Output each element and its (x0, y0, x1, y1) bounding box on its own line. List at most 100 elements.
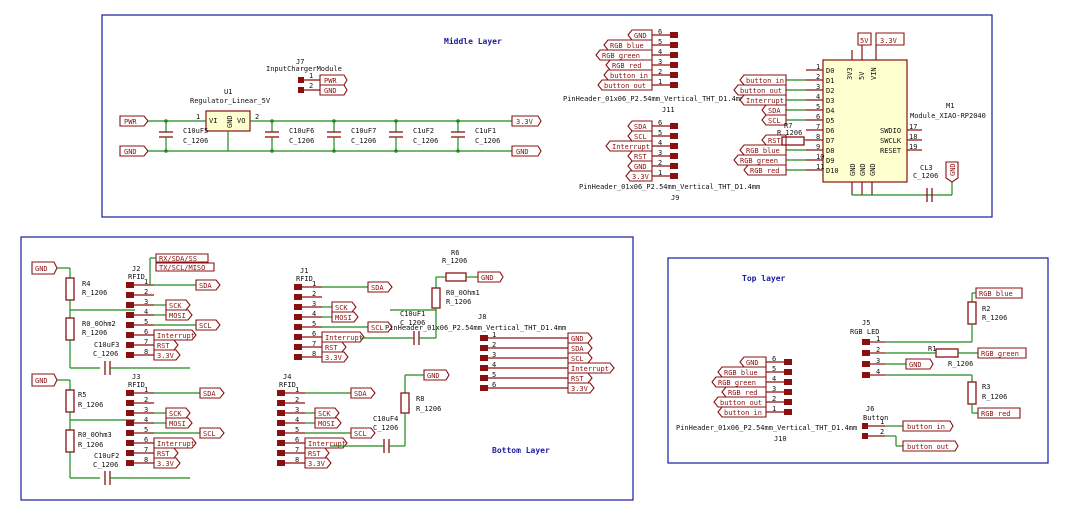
svg-text:3V3: 3V3 (846, 67, 854, 80)
j8-value: PinHeader_01x06_P2.54mm_Vertical_THT_D1.… (385, 324, 566, 332)
xiao-pin-number: 1 (816, 63, 820, 71)
j3-mosi-label: MOSI (169, 420, 186, 428)
r8-value: R_1206 (416, 405, 441, 413)
xiao-rgb-green-label: RGB_green (740, 157, 778, 165)
j8-sda-label: SDA (571, 345, 584, 353)
j7-value: InputChargerModule (266, 65, 342, 73)
j10-pin (784, 359, 792, 365)
j2-v33-label-box (153, 349, 181, 361)
c1uf2-value: C_1206 (413, 137, 438, 145)
c10uf1-value: C_1206 (400, 319, 425, 327)
j9-pin (670, 173, 678, 179)
r4-ref: R4 (82, 280, 90, 288)
gnd-flag-right: GND (516, 148, 529, 156)
rfid-pin-number: 8 (144, 348, 148, 356)
j3-sck-label: SCK (169, 410, 182, 418)
j11-value: PinHeader_01x06_P2.54mm_Vertical_THT_D1.… (563, 95, 744, 103)
r0ohm2-value: R_1206 (82, 329, 107, 337)
j4-sda-label: SDA (354, 390, 367, 398)
xiao-rgb-blue-label-box (739, 144, 787, 156)
svg-text:GND: GND (859, 163, 867, 176)
j3-v33-label-box (153, 457, 181, 469)
rfid-pin-number: 8 (295, 456, 299, 464)
top-layer-frame (667, 257, 1049, 464)
c1uf1-ref: C1uF1 (475, 127, 496, 135)
j3-interrupt-label-box (153, 437, 197, 449)
r0ohm2-ref: R0_0Ohm2 (82, 320, 116, 328)
xiao-scl-label: SCL (768, 117, 781, 125)
xiao-interrupt-label: Interrupt (746, 97, 784, 105)
j9-pin-number: 6 (658, 119, 662, 127)
j8-pin-number: 4 (492, 361, 496, 369)
j3-scl-label-box (199, 427, 225, 439)
j5-pin-number: 4 (876, 368, 880, 376)
rfid-pin-number: 2 (312, 290, 316, 298)
j2-scl-label-box (195, 319, 221, 331)
j11-pin (670, 42, 678, 48)
j11-button-in-label-box (603, 69, 653, 81)
xiao-pin-number: 5 (816, 103, 820, 111)
rfid-pin (126, 410, 134, 416)
r1-ref: R1 (928, 345, 936, 353)
j9-scl-label-box (627, 130, 653, 142)
j9-pin-number: 4 (658, 139, 662, 147)
bottom-layer-title: Bottom Layer (492, 446, 550, 455)
j10-pin-number: 4 (772, 375, 776, 383)
j9-scl-label: SCL (634, 133, 647, 141)
j1-mosi-label-box (331, 311, 359, 323)
rfid-pin-number: 6 (144, 328, 148, 336)
j11-pin-number: 1 (658, 78, 662, 86)
xiao-pin-name: D4 (826, 107, 834, 115)
r3-ref: R3 (982, 383, 990, 391)
j9-ref: J9 (671, 194, 679, 202)
svg-text:1: 1 (309, 72, 313, 80)
j4-ref: J4 (283, 373, 291, 381)
j2-sda-label: SDA (199, 282, 212, 290)
j4-v33-label-box (304, 457, 332, 469)
j8-v33-label-box (567, 382, 595, 394)
svg-text:2: 2 (880, 428, 884, 436)
j11-pin (670, 62, 678, 68)
j8-pin (480, 335, 488, 341)
j6-value: Button (863, 414, 888, 422)
rfid-pin-number: 2 (144, 288, 148, 296)
j11-pin-number: 3 (658, 58, 662, 66)
j8-pin (480, 365, 488, 371)
xiao-pin-name: D0 (826, 67, 834, 75)
j9-pin (670, 163, 678, 169)
rfid-pin (126, 420, 134, 426)
svg-text:VI: VI (209, 117, 217, 125)
rx-label: RX/SDA/SS (159, 255, 197, 263)
j5-pin-number: 3 (876, 357, 880, 365)
svg-text:1: 1 (196, 113, 200, 121)
j9-gnd-label: GND (634, 163, 647, 171)
junction (270, 149, 274, 153)
j1-scl-label-box (367, 321, 393, 333)
j1-sda-label-box (367, 281, 393, 293)
xiao-rst-label: RST (768, 137, 781, 145)
j11-pin (670, 72, 678, 78)
j3-scl-label: SCL (203, 430, 216, 438)
j1-rst-label: RST (325, 344, 338, 352)
r1-rgb-green-flag: RGB_green (981, 350, 1019, 358)
rfid-pin (126, 450, 134, 456)
j2-rst-label-box (153, 339, 179, 351)
j11-pin-number: 5 (658, 38, 662, 46)
xiao-33v-label: 3.3V (880, 37, 898, 45)
xiao-pin-number: 4 (816, 93, 820, 101)
j8-rst-label: RST (571, 375, 584, 383)
j8-scl-label: SCL (571, 355, 584, 363)
j3-sda-label: SDA (203, 390, 216, 398)
xiao-pin-name: D10 (826, 167, 839, 175)
j2-mosi-label-box (165, 309, 193, 321)
j9-pin (670, 133, 678, 139)
j11-rgb-blue-label-box (603, 39, 653, 51)
j7-ref: J7 (296, 58, 304, 66)
junction (332, 119, 336, 123)
j5-pin-number: 1 (876, 335, 880, 343)
j8-pin-number: 2 (492, 341, 496, 349)
j1-scl-label: SCL (371, 324, 384, 332)
j9-pin-number: 2 (658, 159, 662, 167)
svg-text:1: 1 (880, 418, 884, 426)
